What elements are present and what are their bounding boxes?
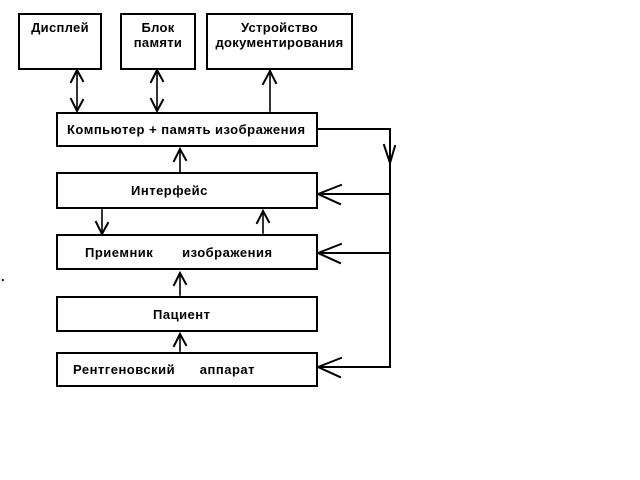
arrow-memory-computer (149, 67, 165, 114)
arrow-interface-receiver (94, 209, 110, 237)
arrow-receiver-interface (255, 208, 271, 234)
feedback-branch-receiver (316, 242, 391, 265)
arrow-display-computer (69, 67, 85, 114)
documentation-device-box-label: Устройство документирования (215, 20, 344, 50)
computer-box-label: Компьютер + память изображения (67, 122, 306, 137)
feedback-branch-interface (316, 183, 391, 206)
display-box-label: Дисплей (31, 20, 89, 35)
documentation-device-box: Устройство документирования (206, 13, 353, 70)
patient-box-label: Пациент (153, 306, 211, 322)
display-box: Дисплей (18, 13, 102, 70)
image-receiver-box-label: Приемник изображения (85, 244, 273, 260)
interface-box: Интерфейс (56, 172, 318, 209)
xray-apparatus-box: Рентгеновский аппарат (56, 352, 318, 387)
arrow-xray-patient (172, 331, 188, 352)
arrow-computer-documentation (261, 68, 278, 112)
memory-block-box-label: Блок памяти (133, 20, 183, 50)
patient-box: Пациент (56, 296, 318, 332)
xray-apparatus-box-label: Рентгеновский аппарат (73, 362, 255, 377)
arrow-interface-computer (172, 146, 188, 173)
stray-dot: . (1, 269, 5, 284)
arrow-patient-receiver (172, 270, 188, 296)
feedback-line (316, 128, 397, 379)
memory-block-box: Блок памяти (120, 13, 196, 70)
interface-box-label: Интерфейс (131, 183, 208, 198)
computer-box: Компьютер + память изображения (56, 112, 318, 147)
image-receiver-box: Приемник изображения (56, 234, 318, 270)
